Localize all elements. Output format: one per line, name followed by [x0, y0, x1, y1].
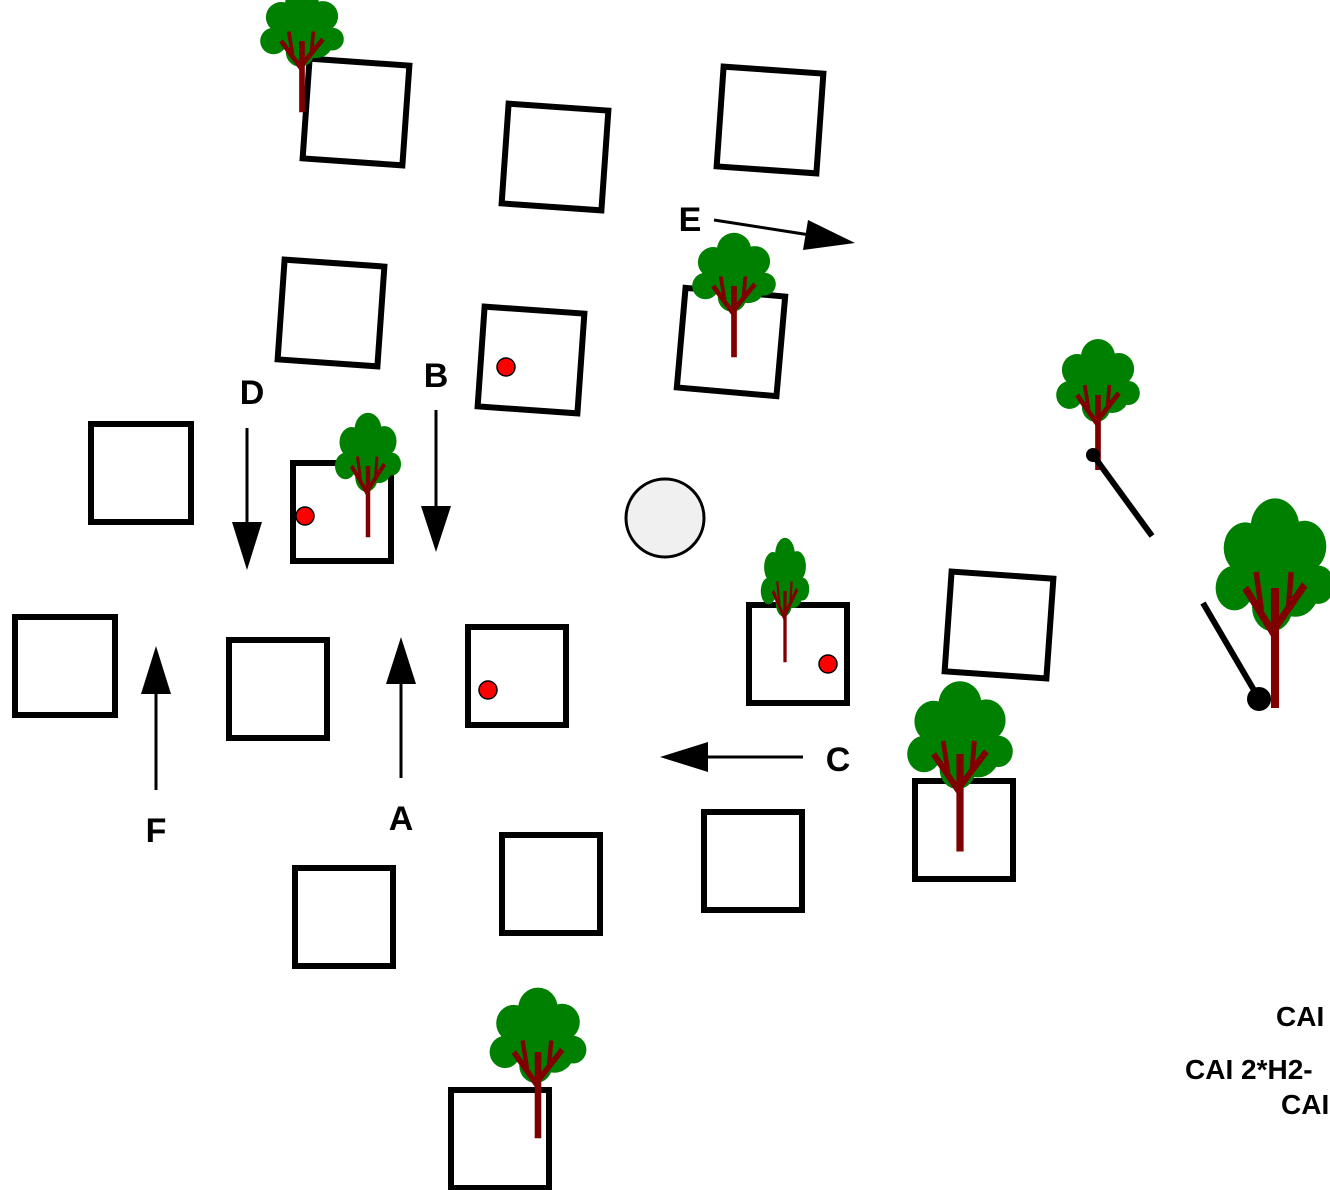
lever-icon	[1203, 603, 1258, 697]
arrow-e: E	[679, 201, 855, 250]
square-15	[704, 812, 802, 910]
square-17	[295, 868, 393, 966]
arrow-c: C	[660, 741, 850, 779]
arrow-label-c: C	[826, 741, 851, 779]
square-16	[502, 835, 600, 933]
marker-dot-icon	[296, 507, 314, 525]
arrow-label-d: D	[240, 374, 265, 412]
arrow-b: B	[421, 357, 451, 552]
square-7	[91, 424, 191, 522]
arrow-icon	[141, 646, 171, 694]
tree-icon	[692, 233, 776, 357]
marker-dot-icon	[479, 681, 497, 699]
arrow-d: D	[232, 374, 264, 570]
square-5	[478, 307, 585, 414]
arrow-label-f: F	[146, 812, 167, 850]
legend-line-2: CAI 2*H2-	[1185, 1054, 1313, 1085]
square-12	[749, 605, 847, 703]
legend-line-3: CAI	[1281, 1089, 1329, 1120]
square-11	[468, 627, 566, 725]
lever-pivot-icon	[1247, 687, 1271, 711]
arrow-icon	[421, 506, 451, 552]
square-1	[303, 59, 410, 166]
marker-dot-icon	[497, 358, 515, 376]
square-18	[451, 1090, 549, 1188]
arrow-label-b: B	[424, 357, 449, 395]
arrow-icon	[386, 637, 416, 684]
center-circle-icon	[626, 479, 704, 557]
arrow-icon	[232, 522, 262, 570]
arrow-f: F	[141, 646, 171, 850]
tree-icon	[761, 538, 809, 662]
lever-pivot-icon	[1086, 448, 1100, 462]
square-9	[15, 617, 115, 715]
arrow-label-e: E	[679, 201, 702, 239]
square-14	[915, 781, 1013, 879]
legend: CAI CAI 2*H2- CAI	[1185, 1001, 1329, 1120]
square-2	[502, 104, 609, 211]
square-13	[945, 572, 1054, 679]
arrow-a: A	[386, 637, 416, 838]
legend-line-1: CAI	[1276, 1001, 1324, 1032]
square-4	[278, 260, 385, 367]
arrow-icon	[803, 220, 855, 250]
square-10	[229, 640, 327, 738]
arrow-icon	[660, 742, 708, 772]
tree-icon	[1216, 498, 1330, 708]
lever-icon	[1093, 455, 1152, 536]
tree-icon	[260, 0, 344, 112]
tree-icon	[907, 681, 1013, 851]
tree-icon	[490, 988, 587, 1139]
square-3	[717, 67, 824, 174]
marker-dot-icon	[819, 655, 837, 673]
arrow-label-a: A	[389, 800, 414, 838]
